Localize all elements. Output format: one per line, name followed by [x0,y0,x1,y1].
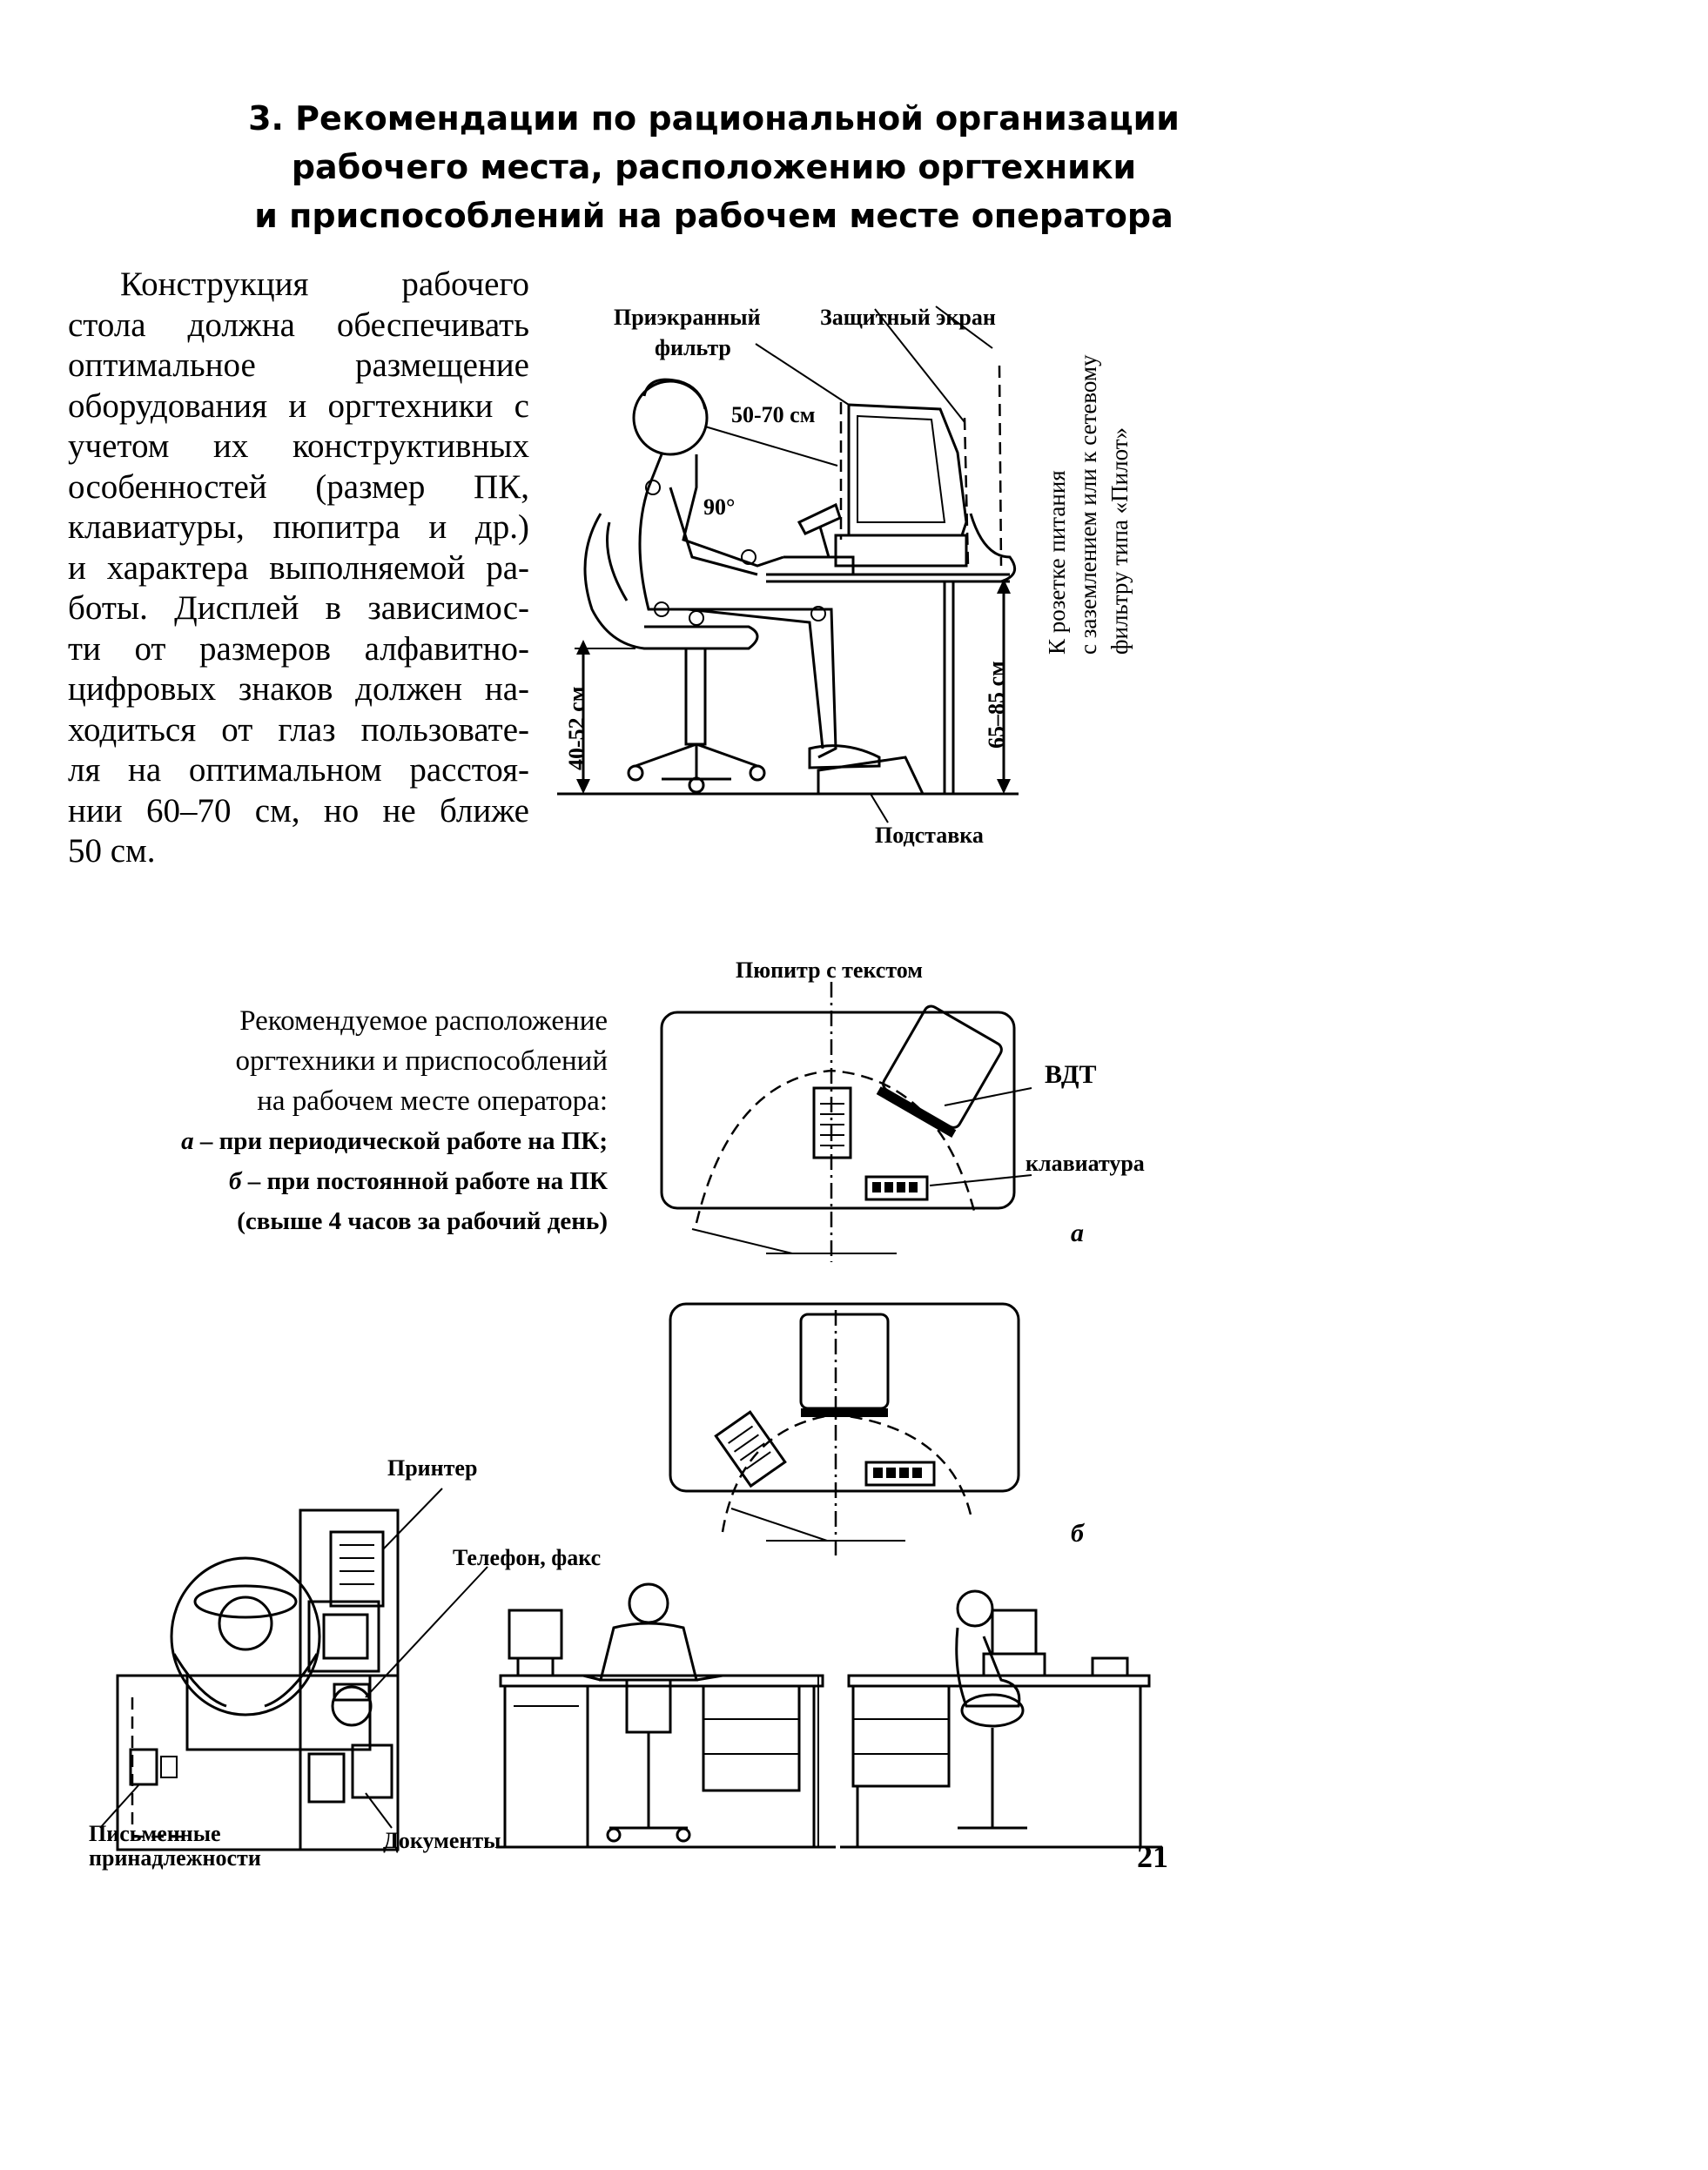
document-holder-b [714,1410,787,1488]
power-note-line-1: К розетке питания [1044,470,1070,655]
intro-line: клавиатуры, пюпитра и др.) [68,508,529,546]
intro-line: цифровых знаков должен на- [68,670,529,708]
documents-plan-1 [307,1752,346,1804]
stationery-leader [99,1784,140,1829]
intro-line: стола должна обеспечивать [68,306,529,344]
phone-leader [365,1566,488,1698]
intro-line: и характера выполняемой ра- [68,548,529,587]
power-note-line-2: с заземлением или к сетевому [1075,354,1101,655]
title-line-1: 3. Рекомендации по рациональной организа… [248,99,1180,138]
label-protective-screen: Защитный экран [820,305,996,330]
reach-arc-a [695,1069,977,1224]
keyboard [783,555,855,574]
sight-line [704,426,838,467]
keyboard-leader-a [929,1174,1032,1186]
documents-plan-2 [351,1743,393,1799]
operator-plan [170,1556,321,1717]
printer-plan [329,1530,385,1608]
caption-line-2: оргтехники и приспособлений [235,1045,608,1077]
document-holder-a [812,1086,852,1159]
desk-b [669,1302,1020,1493]
power-note-line-3: фильтру типа «Пилот» [1106,427,1133,655]
intro-line: нии 60–70 см, но не ближе [68,791,529,830]
side-monitor [991,1609,1038,1656]
keyboard-a [864,1175,929,1201]
intro-line: ти от размеров алфавитно- [68,629,529,668]
side-phone [1091,1656,1129,1677]
caption-line-1: Рекомендуемое расположение [239,1005,608,1037]
caption-text-b: – при постоянной работе на ПК [241,1167,608,1195]
filter-leader [755,343,850,406]
front-desk-top [499,1674,824,1688]
phone-plan [331,1683,373,1727]
figure-caption: Рекомендуемое расположение оргтехники и … [87,1001,608,1241]
caption-item-a: а – при периодической работе на ПК; [87,1121,608,1161]
label-variant-a: а [1071,1219,1084,1247]
vdt-a [876,1004,1003,1138]
title-line-3: и приспособлений на рабочем месте операт… [254,197,1173,235]
label-elbow-angle: 90° [703,494,736,520]
label-vdt: ВДТ [1045,1060,1097,1089]
label-viewing-distance: 50-70 см [731,402,816,427]
title-line-2: рабочего места, расположению оргтехники [291,148,1137,186]
office-front-view [496,1582,836,1849]
vdt-b [799,1313,890,1417]
office-side-view [840,1589,1162,1849]
label-document-holder: Пюпитр с текстом [736,957,923,983]
label-seat-height: 40-52 см [564,686,589,770]
intro-line: ходиться от глаз пользовате- [68,710,529,749]
intro-line: оборудования и оргтехники с [68,386,529,425]
caption-item-b-2: (свыше 4 часов за рабочий день) [237,1207,608,1235]
intro-line: боты. Дисплей в зависимос- [68,589,529,627]
label-desk-height: 65–85 см [984,661,1009,749]
label-printer: Принтер [387,1455,478,1481]
front-monitor [508,1609,563,1660]
caption-letter-a: а [181,1127,194,1155]
label-stationery-2: принадлежности [89,1845,261,1871]
office-chair [583,513,766,794]
workstation-side-view-figure [557,306,1019,823]
desk-a [660,1011,1016,1210]
vdt-leader-a [944,1087,1032,1106]
label-keyboard: клавиатура [1025,1151,1145,1176]
office-plan-view [99,1488,488,1851]
caption-item-b: б – при постоянной работе на ПК [87,1161,608,1201]
intro-line: ля на оптимальном расстоя- [68,751,529,789]
label-stationery-1: Письменные [89,1821,221,1846]
caption-letter-b: б [228,1167,242,1195]
layout-b-top-view [669,1302,1020,1558]
operator-figure [632,378,881,769]
intro-line: учетом их конструктивных [68,427,529,465]
intro-line: Конструкция рабочего [120,265,529,303]
intro-paragraph: Конструкция рабочего стола должна обеспе… [68,265,529,872]
label-variant-b: б [1071,1519,1084,1548]
caption-line-3: на рабочем месте оператора: [257,1085,608,1117]
label-footrest: Подставка [875,823,984,848]
footrest [817,756,925,796]
monitor [834,403,968,568]
label-phone-fax: Телефон, факс [453,1545,602,1570]
intro-line: оптимальное размещение [68,346,529,384]
document-holder [797,502,842,535]
protective-screen [963,417,970,567]
label-power-note: К розетке питания с заземлением или к се… [1041,354,1135,655]
cable [969,513,1017,583]
screen-leader [874,308,965,423]
printer-leader [382,1488,443,1550]
label-documents: Документы [383,1828,501,1853]
layout-a-top-view [660,982,1032,1262]
front-operator [582,1582,723,1843]
documents-leader [365,1792,393,1829]
intro-line: особенностей (размер ПК, [68,467,529,506]
label-screen-filter-2: фильтр [655,335,731,360]
stationery-plan [129,1748,158,1786]
keyboard-b [864,1461,936,1487]
caption-text-a: – при периодической работе на ПК; [193,1127,608,1155]
intro-line: 50 см. [68,832,156,870]
side-operator [955,1589,1027,1830]
page-number: 21 [1137,1839,1168,1874]
label-screen-filter: Приэкранный [614,305,761,330]
section-title: 3. Рекомендации по рациональной организа… [131,94,1297,240]
